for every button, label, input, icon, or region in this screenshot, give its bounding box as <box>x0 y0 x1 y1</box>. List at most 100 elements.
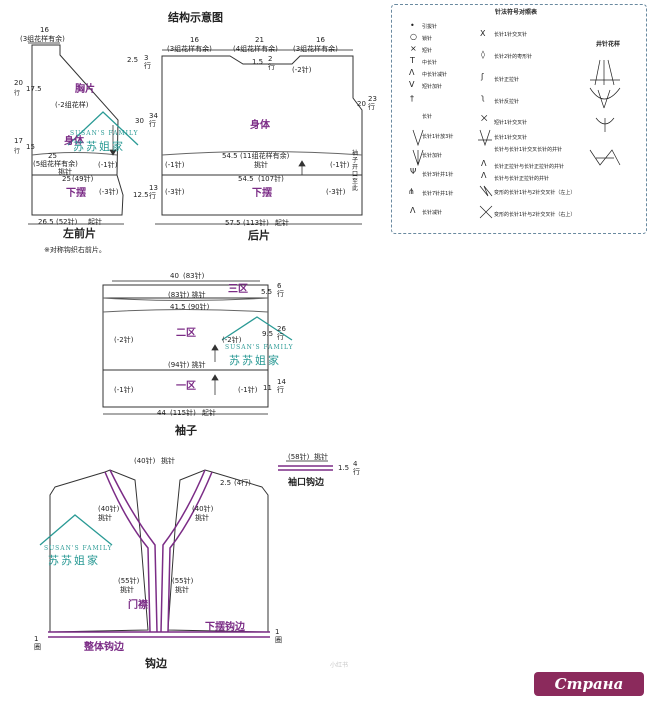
front-w25b-sub: (49针) <box>72 175 94 183</box>
front-post-icon: ʃ <box>481 72 484 81</box>
back-neck-h: 1.5 <box>252 58 264 66</box>
back-start: 起针 <box>275 219 289 227</box>
back-zone-hem: 下摆 <box>252 188 272 199</box>
back-w545b-sub: (107针) <box>258 175 284 183</box>
back-dec-a: (-1针) <box>165 161 185 169</box>
back-neck-rows: 2 行 <box>268 55 275 71</box>
sleeve-zone-1: 一区 <box>176 381 196 392</box>
edging-cuff-h: 1.5 <box>338 464 350 472</box>
legend-col2-8: 长针与长针正拉针的并针 <box>494 176 550 182</box>
dc7tog-icon: ⋔ <box>408 187 415 196</box>
legend-col2-2: 长针正拉针 <box>494 77 520 83</box>
edging-r55: (55针) <box>172 577 194 585</box>
front-shoulder-rows: 3 行 <box>144 54 151 70</box>
edging-whole-edge: 整体钩边 <box>84 642 124 653</box>
front-right-h2-rows: 13 行 <box>149 184 158 200</box>
back-d16b-sub: (3组花样有余) <box>293 45 338 53</box>
sleeve-top: 40 <box>170 272 179 280</box>
back-pick: 挑针 <box>254 161 268 169</box>
front-bottom-sub: (52针) <box>56 218 78 226</box>
front-w25b: 25 <box>62 175 71 183</box>
sleeve-bottom-sub: (115针) <box>170 409 196 417</box>
back-d21: 21 <box>255 36 264 44</box>
back-w545-sub: (11组花样有余) <box>240 152 290 160</box>
sleeve-dec-c: (-1针) <box>114 386 134 394</box>
legend-flower: 井针花样 <box>596 41 621 48</box>
sleeve-h11: 11 <box>263 384 272 392</box>
sleeve-start: 起针 <box>202 409 216 417</box>
dc3tog-icon: Ψ <box>410 167 417 176</box>
watermark-en-3: SUSAN'S FAMILY <box>44 545 113 552</box>
back-dec-d: (-3针) <box>326 188 346 196</box>
back-d16a: 16 <box>190 36 199 44</box>
dc-decrease-icon: Ʌ <box>410 206 416 215</box>
sleeve-w415-sub: (90针) <box>188 303 210 311</box>
edging-cuff: 袖口钩边 <box>288 478 325 488</box>
sleeve-zone-3: 三区 <box>228 284 248 295</box>
front-w25: 25 <box>48 152 57 160</box>
sleeve-h55: 5.5 <box>261 288 273 296</box>
legend-col2-0: 长针1针交叉针 <box>494 32 528 38</box>
strana-mam-logo: Страна Мам <box>534 672 644 717</box>
back-bottom: 57.5 <box>225 219 241 227</box>
edging-placket: 门襟 <box>128 600 148 611</box>
front-left-h2: 17.5 <box>26 85 42 93</box>
edging-caption: 钩边 <box>145 657 167 670</box>
legend-col2-4: 短针1针交叉针 <box>494 120 528 126</box>
edging-right-rows: (4行) <box>234 479 251 487</box>
edging-l-pick-label: 挑针 <box>98 514 112 522</box>
legend-col2-6: 长针与长针1针交叉长针的并针 <box>494 147 563 153</box>
front-zone-body: 身体 <box>64 136 84 147</box>
back-right-rows: 23 行 <box>368 95 377 111</box>
legend-col2-10: 变形的长针1针与2针交叉针（右上） <box>494 212 576 218</box>
legend-col2-3: 长针反拉针 <box>494 99 520 105</box>
front-dim-top-sub: (3组花样有余) <box>20 35 65 43</box>
back-d16a-sub: (3组花样有余) <box>167 45 212 53</box>
front-dec-1: (-2组花样) <box>55 101 89 109</box>
fp-tog-icon: Λ <box>481 159 487 168</box>
edging-row1r: 1 圈 <box>275 628 282 644</box>
stitch-legend-box <box>391 4 647 234</box>
back-d21-sub: (4组花样有余) <box>233 45 278 53</box>
edging-right-pick: 2.5 <box>220 479 232 487</box>
sleeve-w415: 41.5 <box>170 303 186 311</box>
sleeve-w94: (94针) 挑针 <box>168 361 206 369</box>
chain-icon: ○ <box>410 32 417 41</box>
sleeve-h55-rows: 6 行 <box>277 282 284 298</box>
edging-r-pick-label: 挑针 <box>195 514 209 522</box>
half-double-icon: T <box>410 56 415 65</box>
sc-increase-icon: V <box>409 80 415 89</box>
watermark-cn-3: 苏苏姐家 <box>48 554 100 567</box>
front-zone-chest: 胸片 <box>75 84 95 95</box>
legend-col1-7: 长针1针放3针 <box>422 134 454 140</box>
back-neck-dec: (-2针) <box>292 66 312 74</box>
back-zone-body: 身体 <box>250 120 270 131</box>
legend-col1-9: 长针3针并1针 <box>422 172 454 178</box>
edging-l55-label: 挑针 <box>120 586 134 594</box>
front-left-h1-rows: 行 <box>14 90 21 97</box>
watermark-en-2: SUSAN'S FAMILY <box>225 344 294 351</box>
edging-r55-label: 挑针 <box>175 586 189 594</box>
legend-col2-7: 长针正拉针与长针正拉针的并针 <box>494 164 565 170</box>
legend-col1-4: 中长针减针 <box>422 72 448 78</box>
front-dec-b: (-3针) <box>99 188 119 196</box>
sc-cross-icon: ⨉ <box>481 114 488 123</box>
front-left-h3-rows: 行 <box>14 148 21 155</box>
edging-row1: 1 圈 <box>34 635 41 651</box>
front-right-h2: 12.5 <box>133 191 149 199</box>
front-left-h4: 15 <box>26 143 35 151</box>
front-bottom: 26.5 <box>38 218 54 226</box>
watermark-en-1: SUSAN'S FAMILY <box>70 130 139 137</box>
sleeve-top-sub: (83针) <box>183 272 205 280</box>
back-d16b: 16 <box>316 36 325 44</box>
front-shoulder-h: 2.5 <box>127 56 139 64</box>
front-pick: 挑针 <box>58 168 72 176</box>
legend-col1-8: 长针加针 <box>422 153 443 159</box>
front-dec-a: (-1针) <box>98 161 118 169</box>
legend-col1-3: 中长针 <box>422 60 438 66</box>
sleeve-dec-d: (-1针) <box>238 386 258 394</box>
front-left-h3: 17 <box>14 137 23 145</box>
back-dec-b: (-1针) <box>330 161 350 169</box>
watermark-cn-1: 苏苏姐家 <box>73 140 125 153</box>
edging-l55: (55针) <box>118 577 140 585</box>
